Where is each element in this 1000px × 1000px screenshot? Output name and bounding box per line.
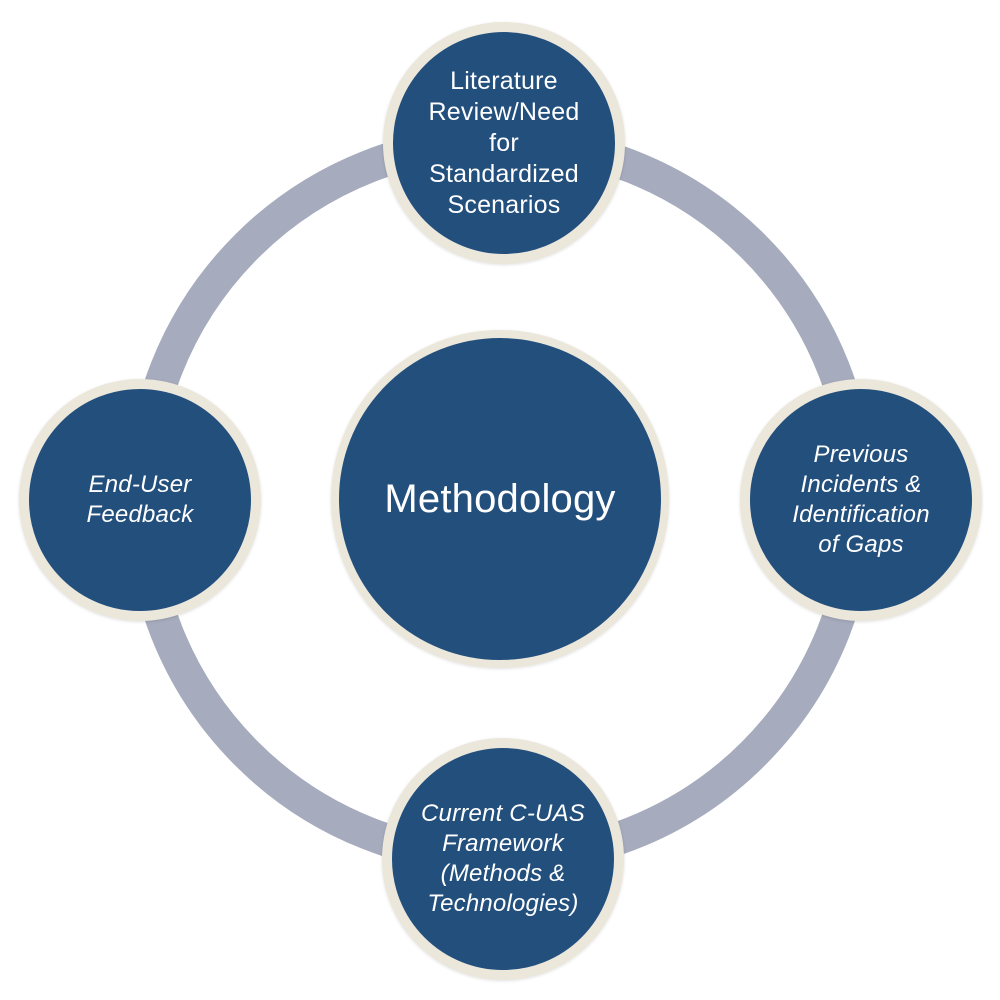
node-end-user-feedback: End-User Feedback [19,379,261,621]
node-current-cuas-framework-line-2: Framework [442,830,564,857]
node-previous-incidents-line-2: Incidents & [800,471,922,498]
node-current-cuas-framework-line-3: (Methods & [440,860,566,887]
node-literature-review-label: Literature Review/Need for Standardized … [429,66,580,221]
node-previous-incidents-line-4: of Gaps [818,531,904,558]
node-current-cuas-framework-label: Current C-UAS Framework (Methods & Techn… [421,799,585,919]
node-end-user-feedback-label: End-User Feedback [87,470,194,530]
node-current-cuas-framework-line-4: Technologies) [427,890,579,917]
node-literature-review-line-4: Standardized [429,159,579,188]
node-previous-incidents-line-1: Previous [813,441,909,468]
node-previous-incidents-label: Previous Incidents & Identification of G… [792,440,930,560]
node-literature-review-line-5: Scenarios [447,190,561,219]
center-node-methodology-label: Methodology [384,477,616,521]
node-literature-review: Literature Review/Need for Standardized … [383,22,625,264]
center-node-methodology: Methodology [331,330,669,668]
node-literature-review-line-2: Review/Need [428,97,580,126]
node-literature-review-line-3: for [489,128,519,157]
node-previous-incidents: Previous Incidents & Identification of G… [740,379,982,621]
node-previous-incidents-line-3: Identification [792,501,930,528]
node-current-cuas-framework: Current C-UAS Framework (Methods & Techn… [382,738,624,980]
node-literature-review-line-1: Literature [450,66,558,95]
node-end-user-feedback-line-1: End-User [88,471,192,498]
node-end-user-feedback-line-2: Feedback [86,501,194,528]
node-current-cuas-framework-line-1: Current C-UAS [421,800,585,827]
